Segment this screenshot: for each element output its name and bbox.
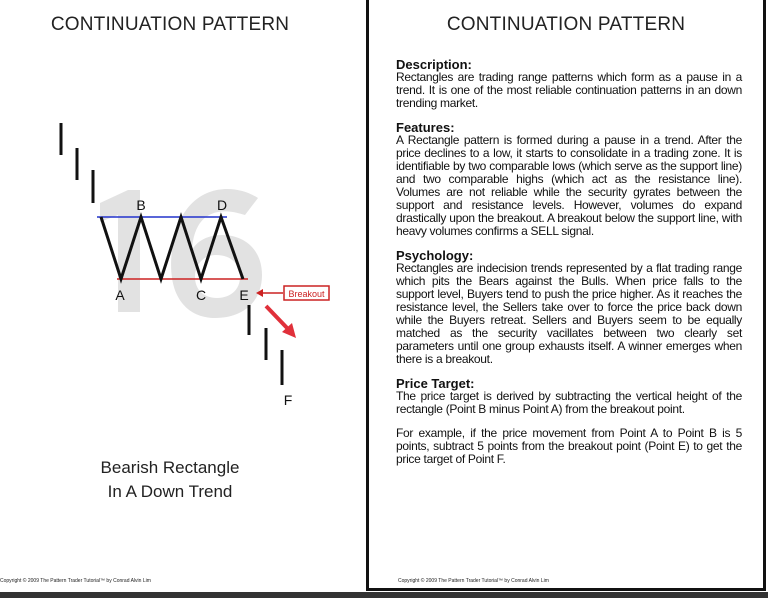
section-heading: Psychology: <box>396 248 474 263</box>
bearish-rectangle-diagram: B D A C E F Breakout <box>59 123 330 408</box>
zigzag-price-path <box>99 212 245 284</box>
section-price-target: Price Target: The price target is derive… <box>396 377 742 466</box>
section-features: Features: A Rectangle pattern is formed … <box>396 121 742 238</box>
label-f: F <box>284 392 293 408</box>
label-c: C <box>196 287 206 303</box>
section-text: A Rectangle pattern is formed during a p… <box>396 133 742 238</box>
section-description: Description: Rectangles are trading rang… <box>396 58 742 110</box>
left-copyright: Copyright © 2009 The Pattern Trader Tuto… <box>0 578 151 584</box>
section-text: For example, if the price movement from … <box>396 426 742 466</box>
section-heading: Description: <box>396 57 472 72</box>
breakout-label: Breakout <box>288 289 325 299</box>
right-copyright: Copyright © 2009 The Pattern Trader Tuto… <box>398 578 549 584</box>
breakout-pointer-head <box>256 289 263 297</box>
section-text: Rectangles are indecision trends represe… <box>396 261 742 366</box>
down-arrow-icon <box>264 304 291 332</box>
caption-line-1: Bearish Rectangle <box>100 458 240 477</box>
price-bars <box>59 123 284 385</box>
section-heading: Features: <box>396 120 455 135</box>
right-page-content: Description: Rectangles are trading rang… <box>396 58 742 477</box>
down-arrow-head <box>282 323 296 338</box>
section-text: The price target is derived by subtracti… <box>396 389 742 416</box>
label-b: B <box>136 197 145 213</box>
section-psychology: Psychology: Rectangles are indecision tr… <box>396 249 742 366</box>
bottom-edge <box>0 592 768 598</box>
section-heading: Price Target: <box>396 376 475 391</box>
right-page-title: CONTINUATION PATTERN <box>446 14 686 35</box>
watermark-16-graphic <box>100 188 262 318</box>
label-d: D <box>217 197 227 213</box>
breakout-box <box>283 285 330 301</box>
label-a: A <box>115 287 125 303</box>
caption-line-2: In A Down Trend <box>107 482 233 501</box>
section-text: Rectangles are trading range patterns wh… <box>396 70 742 110</box>
left-page-title: CONTINUATION PATTERN <box>50 14 290 35</box>
right-page: CONTINUATION PATTERN Description: Rectan… <box>366 0 766 591</box>
label-e: E <box>239 287 248 303</box>
